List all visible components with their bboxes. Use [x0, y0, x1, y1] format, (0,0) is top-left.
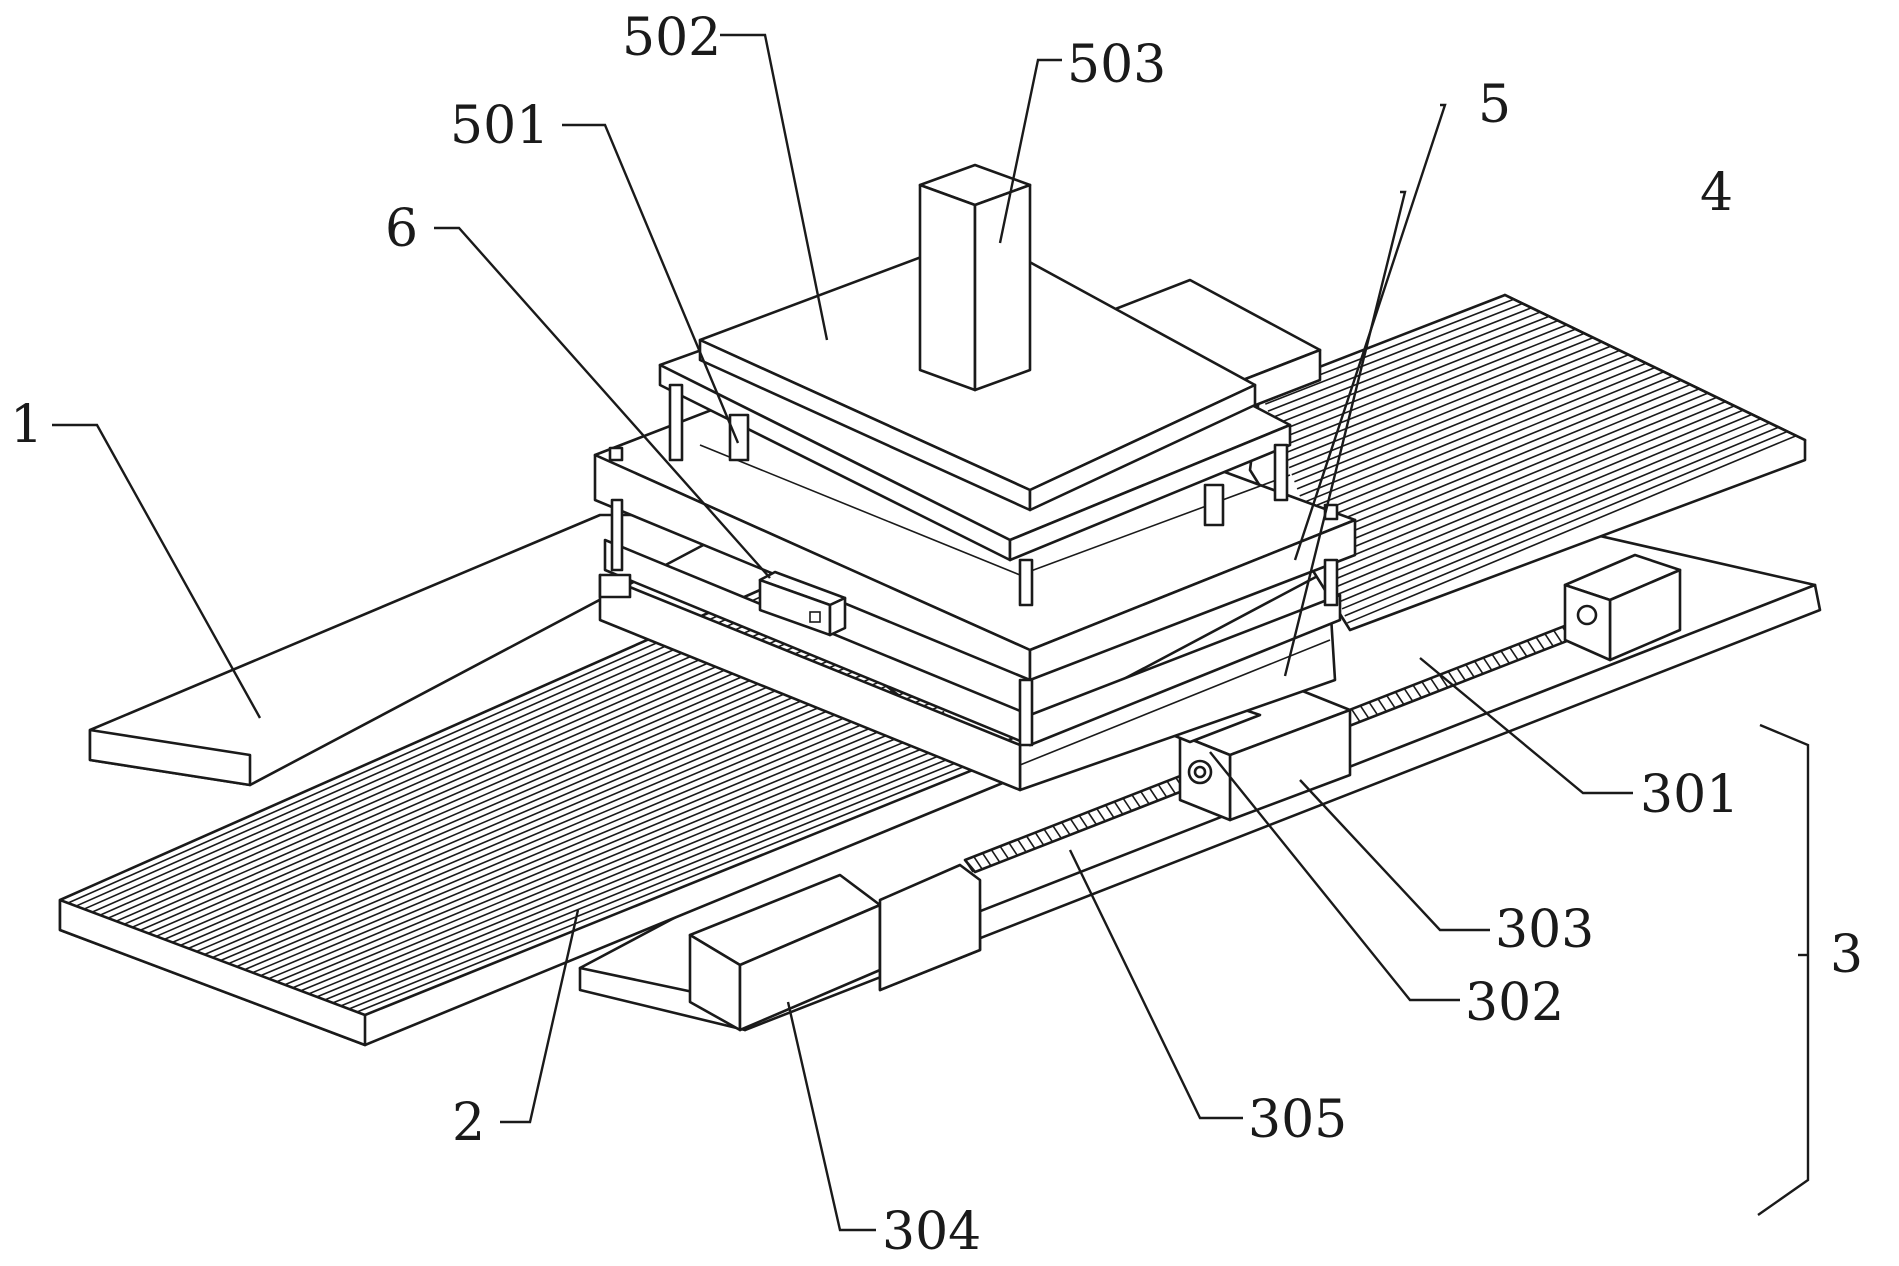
- label-304: 304: [882, 1202, 981, 1262]
- label-4: 4: [1700, 163, 1733, 223]
- bracket-3: [1758, 725, 1808, 1215]
- label-501: 501: [450, 96, 549, 156]
- label-3: 3: [1830, 925, 1863, 985]
- label-305: 305: [1248, 1090, 1347, 1150]
- label-303: 303: [1495, 900, 1594, 960]
- label-302: 302: [1465, 973, 1564, 1033]
- label-6: 6: [385, 199, 418, 259]
- label-2: 2: [452, 1093, 485, 1153]
- label-1: 1: [10, 395, 43, 455]
- label-502: 502: [622, 8, 721, 68]
- label-301: 301: [1640, 765, 1739, 825]
- label-5: 5: [1478, 75, 1511, 135]
- cylinder-503: [920, 165, 1030, 390]
- label-503: 503: [1067, 35, 1166, 95]
